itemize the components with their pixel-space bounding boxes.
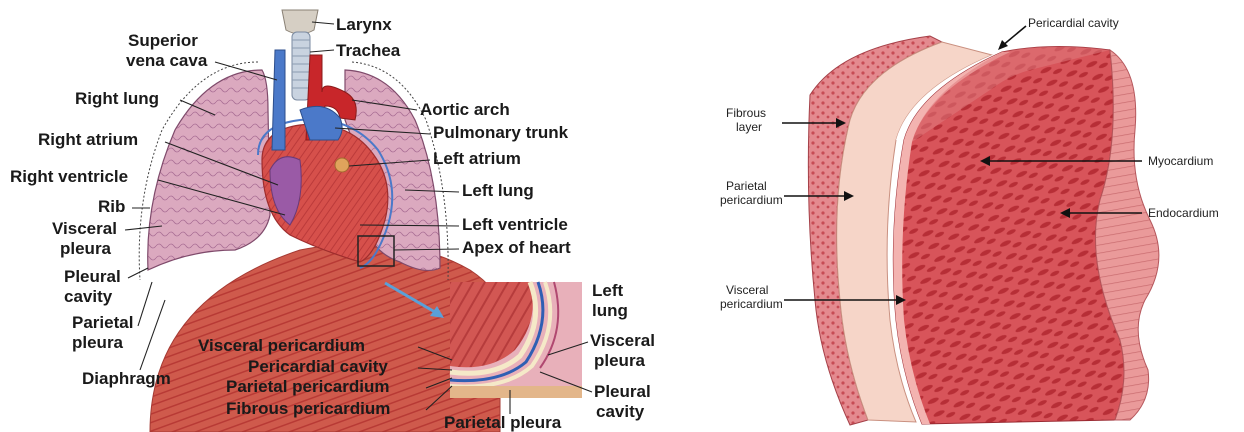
label-left-lung: Left lung	[462, 181, 534, 200]
inset-label-visceral-pleura-line1: Visceral	[590, 331, 655, 350]
label-right-ventricle: Right ventricle	[10, 167, 128, 186]
trachea-shape	[292, 32, 310, 100]
inset-label-visceral-pleura-line2: pleura	[594, 351, 646, 370]
label-visceral-pleura-line2: pleura	[60, 239, 112, 258]
leader-trachea	[310, 50, 334, 52]
arrow-pericardial-cavity	[1002, 26, 1026, 46]
label-apex-of-heart: Apex of heart	[462, 238, 571, 257]
label-superior-vena-cava-line1: Superior	[128, 31, 198, 50]
label-pleural-cavity-line1: Pleural	[64, 267, 121, 286]
right-lung-shape	[148, 70, 270, 270]
label-fibrous-layer-line2: layer	[736, 120, 762, 134]
label-visceral-pericardium-line1: Visceral	[726, 283, 768, 297]
inset-label-parietal-pleura: Parietal pleura	[444, 413, 562, 432]
label-parietal-pericardium-line1: Parietal	[726, 179, 767, 193]
label-visceral-pericardium-line2: pericardium	[720, 297, 783, 311]
heart-lungs-diagram: Larynx Trachea Superior vena cava Right …	[0, 0, 690, 432]
leader-pleural-cavity	[128, 268, 148, 278]
label-larynx: Larynx	[336, 15, 392, 34]
label-superior-vena-cava-line2: vena cava	[126, 51, 208, 70]
label-right-lung: Right lung	[75, 89, 159, 108]
left-atrium-shape	[335, 158, 349, 172]
heart-lungs-illustration: Larynx Trachea Superior vena cava Right …	[0, 0, 690, 432]
label-visceral-pleura-line1: Visceral	[52, 219, 117, 238]
leader-parietal-pleura	[138, 282, 152, 326]
label-parietal-pleura-line1: Parietal	[72, 313, 133, 332]
inset-label-visceral-pericardium: Visceral pericardium	[198, 336, 365, 355]
label-endocardium: Endocardium	[1148, 206, 1219, 220]
inset-label-left-lung-line1: Left	[592, 281, 624, 300]
inset-label-pleural-cavity-line1: Pleural	[594, 382, 651, 401]
heart-wall-illustration: Pericardial cavity Fibrous layer Parieta…	[690, 0, 1244, 432]
inset-label-left-lung-line2: lung	[592, 301, 628, 320]
inset-label-pleural-cavity-line2: cavity	[596, 402, 645, 421]
label-pericardial-cavity: Pericardial cavity	[1028, 16, 1119, 30]
inset-label-parietal-pericardium: Parietal pericardium	[226, 377, 389, 396]
label-pleural-cavity-line2: cavity	[64, 287, 113, 306]
label-left-atrium: Left atrium	[433, 149, 521, 168]
label-diaphragm: Diaphragm	[82, 369, 171, 388]
label-rib: Rib	[98, 197, 125, 216]
superior-vena-cava-shape	[272, 50, 285, 150]
label-parietal-pericardium-line2: pericardium	[720, 193, 783, 207]
label-left-ventricle: Left ventricle	[462, 215, 568, 234]
label-parietal-pleura-line2: pleura	[72, 333, 124, 352]
label-pulmonary-trunk: Pulmonary trunk	[433, 123, 569, 142]
label-right-atrium: Right atrium	[38, 130, 138, 149]
label-trachea: Trachea	[336, 41, 401, 60]
inset-label-pericardial-cavity: Pericardial cavity	[248, 357, 388, 376]
heart-wall-layers-diagram: Pericardial cavity Fibrous layer Parieta…	[690, 0, 1244, 432]
label-myocardium: Myocardium	[1148, 154, 1213, 168]
inset-label-fibrous-pericardium: Fibrous pericardium	[226, 399, 390, 418]
label-aortic-arch: Aortic arch	[420, 100, 510, 119]
leader-diaphragm	[140, 300, 165, 370]
label-fibrous-layer-line1: Fibrous	[726, 106, 766, 120]
